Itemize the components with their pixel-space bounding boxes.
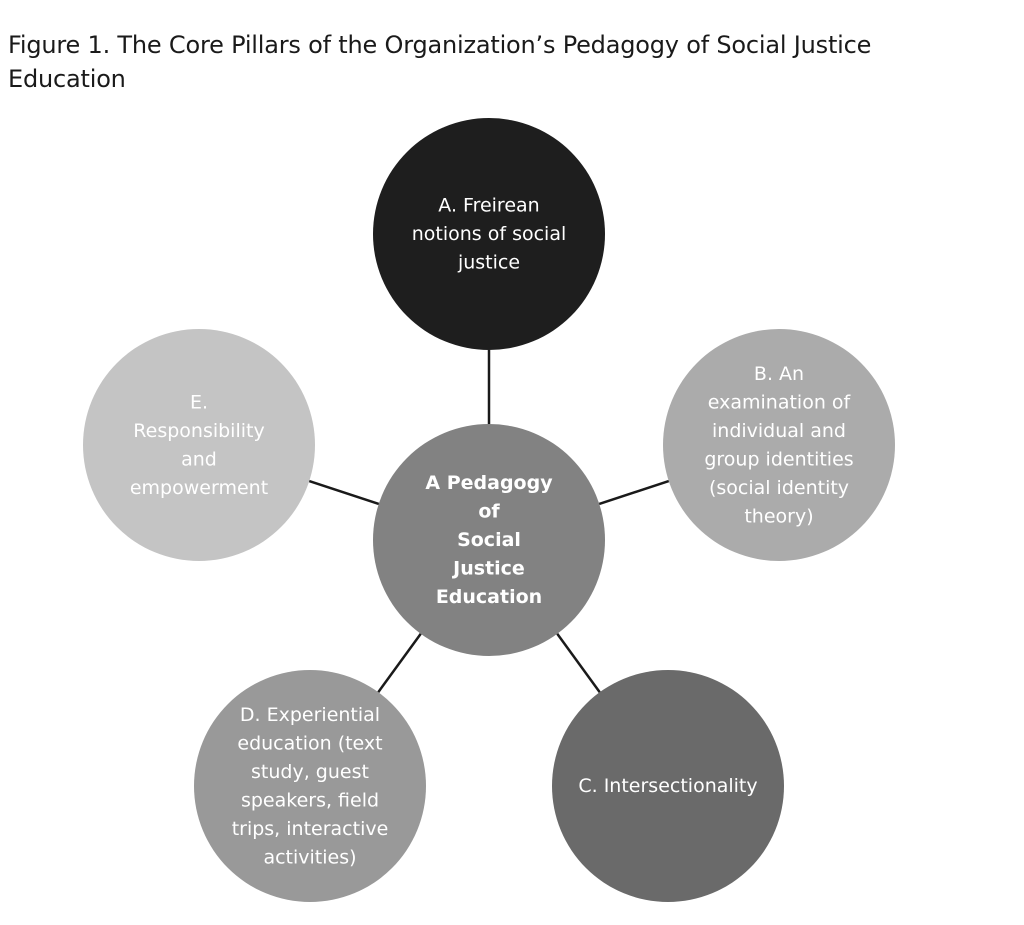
connector-e bbox=[308, 479, 380, 506]
center-node-text-line: Social bbox=[457, 529, 521, 551]
pillar-b: B. An examination of individual and group i… bbox=[663, 329, 895, 561]
center-node-text-line: A Pedagogy bbox=[425, 472, 553, 494]
pillar-b-text-line: group identities bbox=[704, 448, 853, 470]
pillar-b-text-line: theory) bbox=[744, 505, 813, 527]
pillar-b-text-line: (social identity bbox=[709, 477, 849, 499]
pillar-d-circle bbox=[194, 670, 426, 902]
pillar-c-circle bbox=[552, 670, 784, 902]
figure-caption: Figure 1. The Core Pillars of the Organi… bbox=[8, 28, 988, 96]
center-node-text-line: Education bbox=[436, 586, 542, 608]
pillar-d-text-line: trips, interactive bbox=[232, 818, 389, 840]
pillar-e: E. Responsibility and empowerment bbox=[83, 329, 315, 561]
pillar-d-text-line: education (text bbox=[237, 732, 382, 754]
figure-caption-line-1: Figure 1. The Core Pillars of the Organi… bbox=[8, 31, 872, 59]
connectors bbox=[308, 350, 670, 693]
pillar-b-text-line: examination of bbox=[708, 391, 852, 413]
pillar-a-text-line: A. Freirean bbox=[438, 195, 539, 217]
pillar-b-circle bbox=[663, 329, 895, 561]
pillar-d-text-line: speakers, field bbox=[241, 789, 379, 811]
connector-b bbox=[598, 479, 670, 506]
pillar-c: C. Intersectionality bbox=[552, 670, 784, 902]
pillar-d-text-line: study, guest bbox=[251, 761, 369, 783]
pillar-e-text-line: and bbox=[181, 448, 217, 470]
nodes: A. Freirean notions of social justice B. An… bbox=[83, 118, 895, 902]
pillar-a: A. Freirean notions of social justice bbox=[373, 118, 605, 350]
pillar-e-circle bbox=[83, 329, 315, 561]
pillar-d: D. Experiential education (text study, gue… bbox=[194, 670, 426, 902]
pillar-b-text-line: individual and bbox=[712, 420, 846, 442]
pillar-e-text-line: empowerment bbox=[130, 477, 268, 499]
pillar-a-text-line: notions of social bbox=[412, 223, 567, 245]
pillar-e-text-line: E. bbox=[190, 391, 208, 413]
pillar-c-text-line: C. Intersectionality bbox=[578, 775, 757, 797]
connector-d bbox=[377, 633, 422, 693]
center-node-circle bbox=[373, 424, 605, 656]
pillar-a-circle bbox=[373, 118, 605, 350]
pillar-b-text-line: B. An bbox=[754, 363, 804, 385]
figure-caption-line-2: Education bbox=[8, 65, 126, 93]
center-node-text-line: of bbox=[478, 501, 500, 523]
pillar-d-text-line: activities) bbox=[263, 846, 356, 868]
pillar-a-text-line: justice bbox=[457, 252, 520, 274]
connector-c bbox=[556, 633, 601, 693]
center-node-text-line: Justice bbox=[451, 558, 525, 580]
pillar-e-text-line: Responsibility bbox=[133, 420, 264, 442]
pillar-d-text-line: D. Experiential bbox=[240, 704, 380, 726]
